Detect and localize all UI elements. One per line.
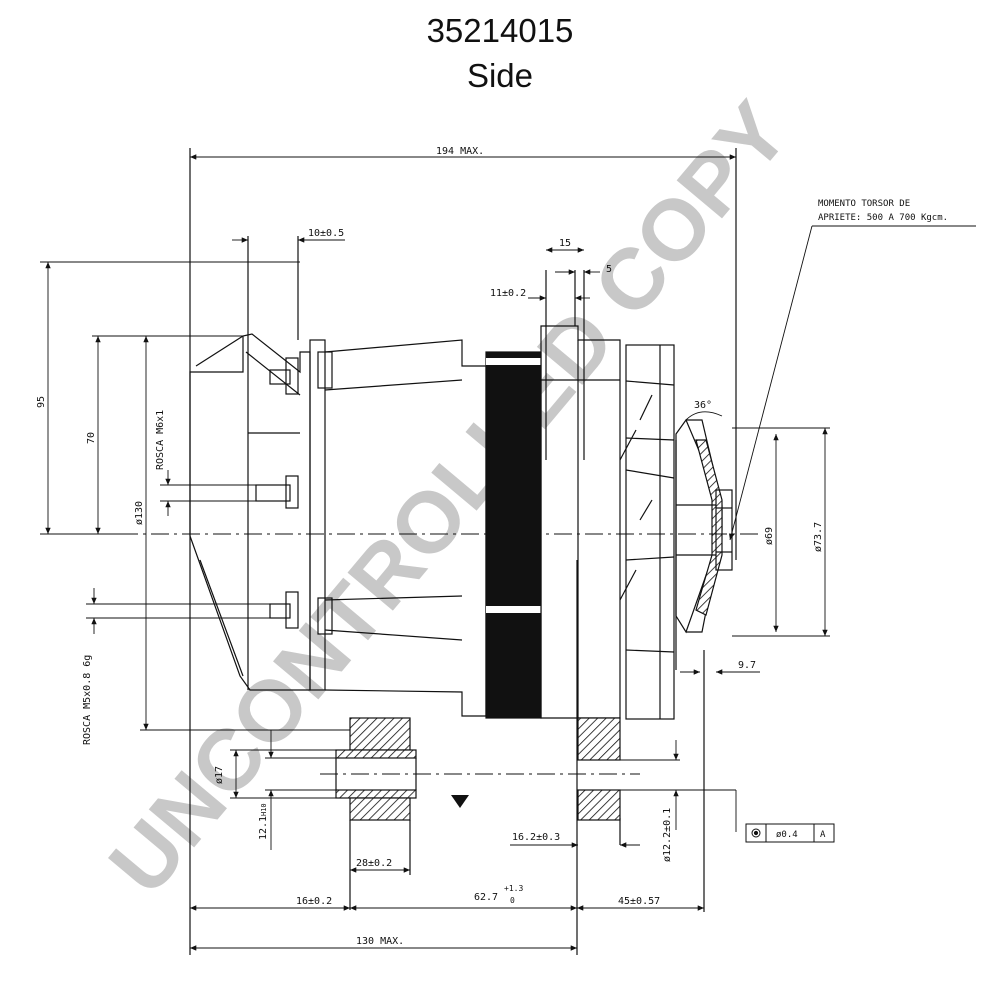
dim-thread-m5: ROSCA M5x0.8 6g <box>82 655 93 745</box>
dim-pulley-hub: 9.7 <box>738 660 756 671</box>
tolerance-value: ø0.4 <box>776 830 798 840</box>
watermark: UNCONTROLLED COPY <box>91 84 807 912</box>
datum-triangle <box>451 795 469 808</box>
dim-angle: 36° <box>694 400 712 411</box>
dim-mount-16: 16±0.2 <box>296 896 332 907</box>
dim-height-70: 70 <box>86 432 97 444</box>
view-label: Side <box>466 57 534 94</box>
torque-note-line1: MOMENTO TORSOR DE <box>818 199 910 209</box>
tolerance-datum: A <box>820 830 826 840</box>
dim-offset-16-2: 16.2±0.3 <box>512 832 560 843</box>
dim-pulley-width: 15 <box>559 238 571 249</box>
center-lines <box>120 533 760 775</box>
dim-lug-28: 28±0.2 <box>356 858 392 869</box>
dim-groove-depth: 11±0.2 <box>490 288 526 299</box>
dim-bore-12-1: 12.1 <box>258 816 269 840</box>
dim-mount-62-7-tol-down: 0 <box>510 896 515 905</box>
torque-note-line2: APRIETE: 500 A 700 Kgcm. <box>818 213 948 223</box>
dim-height-95: 95 <box>36 396 47 408</box>
dim-bore-17: ø17 <box>214 766 225 784</box>
alternator-outline <box>189 148 737 955</box>
dim-flange-width: 10±0.5 <box>308 228 344 239</box>
dim-body-length: 130 MAX. <box>356 936 404 947</box>
dimension-lines <box>40 154 976 951</box>
dim-pulley-dia-69: ø69 <box>764 527 775 545</box>
dim-bore-12-2: ø12.2±0.1 <box>662 808 673 862</box>
dim-overall-length: 194 MAX. <box>436 146 484 157</box>
dim-mount-62-7-tol-up: +1.3 <box>504 884 523 893</box>
dim-pulley-offset: 5 <box>606 264 612 275</box>
dim-bore-12-1-tolerance: H10 <box>260 803 268 816</box>
part-number: 35214015 <box>426 12 574 49</box>
dim-mount-45: 45±0.57 <box>618 896 660 907</box>
dim-body-diameter: ø130 <box>134 501 145 525</box>
tolerance-frame <box>745 823 835 843</box>
dim-pulley-dia-73: ø73.7 <box>813 522 824 552</box>
dim-thread-m6: ROSCA M6x1 <box>155 410 166 470</box>
dim-mount-62-7: 62.7 <box>474 892 498 903</box>
